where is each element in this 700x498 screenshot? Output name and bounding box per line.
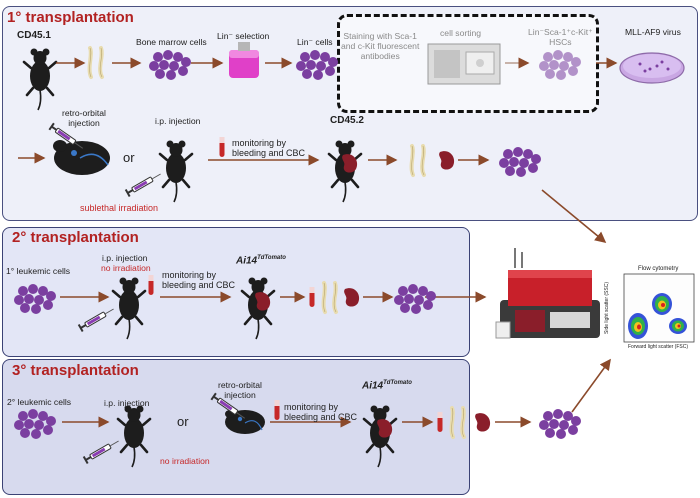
lin-selection-label: Lin⁻ selection [217, 31, 270, 41]
flow-cytometer-instrument-icon [495, 248, 600, 339]
flow-cytometry-title: Flow cytometry [638, 266, 679, 272]
bones-icon [409, 144, 426, 177]
bone-marrow-label: Bone marrow cells [136, 37, 207, 47]
blood-tube-icon [219, 137, 225, 157]
no-irradiation-label: no irradiation [101, 263, 151, 273]
virus-dish-icon [619, 52, 685, 84]
lin-neg-cells-icon [296, 50, 338, 80]
sublethal-irradiation-label: sublethal irradiation [80, 203, 159, 213]
ai14-label: Ai14TdTomato [236, 255, 286, 267]
tertiary-input-cells-icon [14, 409, 56, 439]
hscs-label: Lin⁻Sca-1⁺c-Kit⁺ HSCs [528, 27, 593, 47]
flow-ylabel: Side light scatter (SSC) [603, 282, 610, 334]
secondary-mouse-icon [111, 276, 147, 341]
mouse-head-retro-orbital-icon [53, 140, 110, 175]
syringe-ip-icon-2 [77, 304, 117, 333]
spleen-icon-3 [475, 413, 491, 432]
lin-cells-label: Lin⁻ cells [297, 37, 333, 47]
panel2-title: 2° transplantation [12, 229, 139, 246]
cd45-1-donor-mouse-icon [22, 47, 58, 112]
bone-marrow-cells-icon [149, 50, 191, 80]
ip-injection-label: i.p. injection [155, 116, 201, 126]
ip-injection-label-3: i.p. injection [104, 398, 150, 408]
cd45-2-label: CD45.2 [330, 115, 364, 126]
ai14-label-2: Ai14TdTomato [362, 380, 412, 392]
lin-selection-column-icon [229, 42, 259, 78]
bones-icon-2 [321, 281, 338, 314]
or-label: or [123, 150, 135, 165]
cd45-1-label: CD45.1 [17, 30, 51, 41]
monitoring-label-3: monitoring by bleeding and CBC [284, 402, 358, 422]
tertiary-leukemic-cells-icon [539, 409, 581, 439]
syringe-ip-icon [124, 169, 164, 198]
staining-label: Staining with Sca-1 and c-Kit fluorescen… [341, 31, 420, 61]
blood-tube-icon-3 [309, 287, 315, 307]
retro-orbital-label: retro-orbital injection [62, 108, 106, 128]
ai14-mouse-icon-2 [362, 404, 398, 469]
panel1-title: 1° transplantation [7, 9, 134, 26]
irradiated-mouse-icon [158, 139, 194, 204]
or-label-2: or [177, 414, 189, 429]
primary-leukemic-cells-icon [14, 284, 56, 314]
panel3-title: 3° transplantation [12, 362, 139, 379]
bones-icon-3 [449, 406, 466, 439]
hsc-cells-icon [539, 50, 581, 80]
no-irradiation-label-2: no irradiation [160, 456, 210, 466]
blood-tube-icon-2 [148, 275, 154, 295]
retro-orbital-label-2: retro-orbital injection [218, 380, 262, 400]
tertiary-mouse-icon [116, 404, 152, 469]
spleen-icon [439, 151, 455, 170]
secondary-leukemic-cells-icon [394, 284, 436, 314]
mll-af9-label: MLL-AF9 virus [625, 27, 681, 37]
blood-tube-icon-4 [274, 400, 280, 420]
blood-tube-icon-5 [437, 412, 443, 432]
spleen-icon-2 [344, 288, 360, 307]
primary-leukemic-label: 1° leukemic cells [6, 266, 71, 276]
cell-sorter-icon [427, 43, 501, 85]
flow-xlabel: Forward light scatter (FSC) [628, 344, 689, 350]
syringe-ip-icon-3 [82, 436, 122, 465]
secondary-leukemic-label: 2° leukemic cells [7, 397, 72, 407]
leukemic-cells-icon [499, 147, 541, 177]
flow-cytometry-plot [623, 273, 695, 343]
cd45-2-recipient-mouse-icon [327, 139, 363, 204]
femur-bones-icon [87, 46, 104, 79]
monitoring-label-2: monitoring by bleeding and CBC [162, 270, 236, 290]
ai14-mouse-icon [240, 276, 276, 341]
ip-injection-label-2: i.p. injection [102, 253, 148, 263]
cell-sorting-label: cell sorting [440, 28, 482, 38]
monitoring-label: monitoring by bleeding and CBC [232, 138, 306, 158]
mouse-head-retro-orbital-icon-2 [225, 410, 265, 434]
